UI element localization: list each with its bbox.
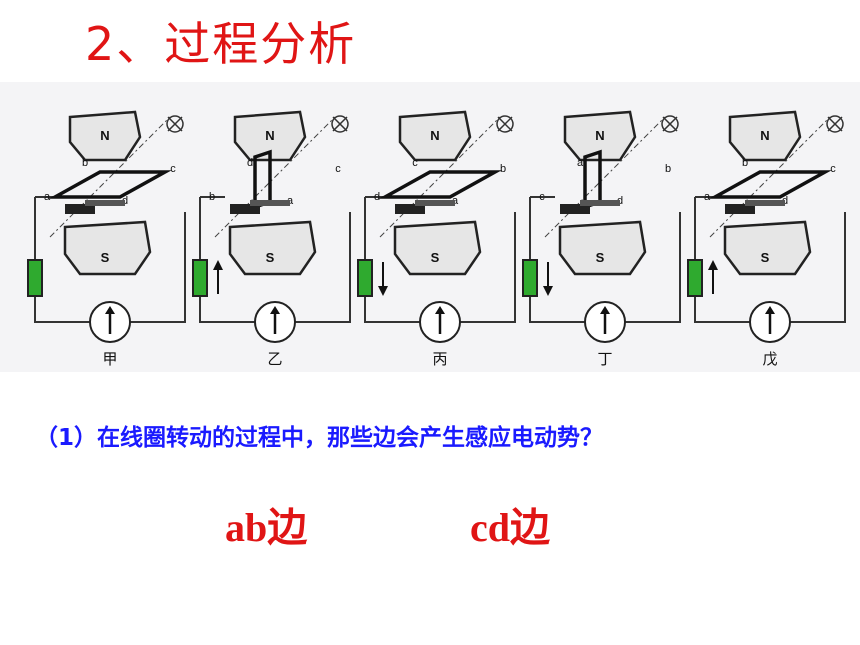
orientation-symbol [827, 116, 843, 132]
coil-corner-label: c [412, 157, 418, 169]
coil-corner-label: b [500, 163, 506, 175]
coil-corner-label: b [665, 163, 671, 175]
magnet-north-label: N [595, 128, 604, 143]
coil [708, 170, 832, 199]
coil-corner-label: c [539, 191, 545, 203]
coil-corner-label: d [374, 191, 380, 203]
current-arrow-up [708, 260, 718, 270]
coil-corner-label: c [170, 163, 176, 175]
slip-ring [395, 204, 425, 214]
question-text: （1）在线圈转动的过程中，那些边会产生感应电动势？ [35, 425, 604, 451]
coil-corner-label: b [82, 157, 88, 169]
orientation-symbol [497, 116, 513, 132]
coil-corner-label: a [577, 157, 584, 169]
magnet-south-label: S [101, 250, 110, 265]
coil-corner-label: b [742, 157, 748, 169]
magnet-south [228, 220, 317, 276]
orientation-symbol [496, 115, 514, 133]
generator-panel: NSbcad戊 [687, 110, 846, 368]
rotation-axis [214, 116, 336, 238]
orientation-symbol [167, 116, 183, 132]
magnet-north-label: N [760, 128, 769, 143]
magnet-south-label: S [761, 250, 770, 265]
panel-label: 丁 [597, 351, 612, 368]
circuit-wire [364, 197, 516, 323]
generator-panel: N Sc b d a 丙 [357, 110, 516, 368]
orientation-symbol [331, 115, 349, 133]
rotation-axis [49, 116, 171, 238]
coil-corner-label: a [704, 191, 711, 203]
resistor [522, 259, 538, 297]
magnet-north [728, 110, 802, 162]
galvanometer-needle-tip [600, 306, 610, 314]
coil-corner-label: a [44, 191, 51, 203]
coil-corner-label: b [209, 191, 215, 203]
generator-panel: NSbcad甲 [27, 110, 186, 368]
circuit-wire [34, 197, 186, 323]
coil-corner-label: d [247, 157, 253, 169]
orientation-symbol [661, 115, 679, 133]
circuit-wire [529, 197, 681, 323]
panel-label: 丙 [432, 351, 447, 368]
current-arrow-down [543, 286, 553, 296]
resistor [687, 259, 703, 297]
magnet-south [393, 220, 482, 276]
brush [250, 200, 290, 206]
brush [85, 200, 125, 206]
magnet-north-label: N [100, 128, 109, 143]
magnet-north-label: N [430, 128, 439, 143]
coil [48, 170, 172, 199]
galvanometer-needle-tip [105, 306, 115, 314]
orientation-symbol [166, 115, 184, 133]
orientation-symbol [826, 115, 844, 133]
galvanometer-needle-tip [270, 306, 280, 314]
coil-corner-label: c [830, 163, 836, 175]
rotation-axis [379, 116, 501, 238]
circuit-wire [694, 197, 846, 323]
galvanometer-needle-tip [435, 306, 445, 314]
magnet-north [398, 110, 472, 162]
slide-title: 2、过程分析 [85, 17, 357, 71]
slip-ring [560, 204, 590, 214]
answer-ab-edge: ab边 [225, 505, 308, 550]
slip-ring [725, 204, 755, 214]
orientation-symbol [332, 116, 348, 132]
rotation-axis [544, 116, 666, 238]
coil-corner-label: a [452, 195, 459, 207]
resistor [192, 259, 208, 297]
answer-cd-edge: cd边 [470, 505, 550, 550]
magnet-south-label: S [596, 250, 605, 265]
panel-label: 乙 [267, 351, 282, 368]
rotation-axis [709, 116, 831, 238]
magnet-south-label: S [431, 250, 440, 265]
coil-corner-label: c [335, 163, 341, 175]
magnet-south [723, 220, 812, 276]
slip-ring [65, 204, 95, 214]
resistor [27, 259, 43, 297]
resistor [357, 259, 373, 297]
current-arrow-up [213, 260, 223, 270]
galvanometer-needle-tip [765, 306, 775, 314]
panel-label: 戊 [762, 351, 777, 368]
current-arrow-down [378, 286, 388, 296]
generator-panel: NSabcd丁 [522, 110, 681, 368]
coil-corner-label: a [287, 195, 294, 207]
magnet-south [63, 220, 152, 276]
brush [415, 200, 455, 206]
magnet-south [558, 220, 647, 276]
magnet-north [68, 110, 142, 162]
generator-panel: N Sd c b a 乙 [192, 110, 351, 368]
orientation-symbol [662, 116, 678, 132]
generator-diagram: NSbcad甲NSdcba乙NScbda丙NSabcd丁NSbcad戊 [0, 82, 860, 372]
coil [378, 170, 502, 199]
magnet-south-label: S [266, 250, 275, 265]
magnet-north [233, 110, 307, 162]
brush [745, 200, 785, 206]
magnet-north-label: N [265, 128, 274, 143]
brush [580, 200, 620, 206]
panel-label: 甲 [102, 351, 117, 368]
magnet-north [563, 110, 637, 162]
slip-ring [230, 204, 260, 214]
circuit-wire [199, 197, 351, 323]
